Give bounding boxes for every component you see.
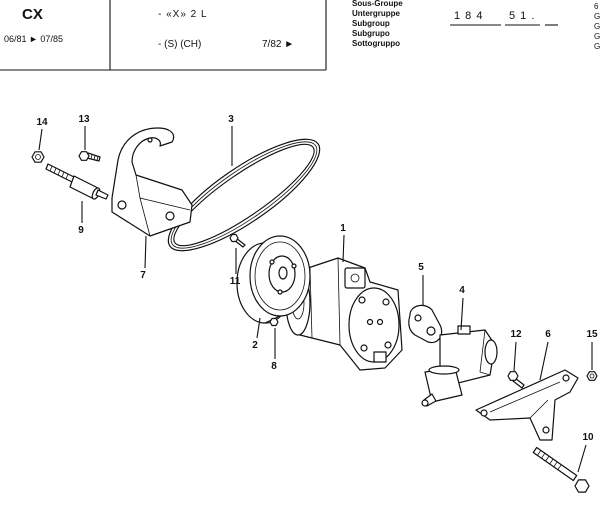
callout-15: 15 [586, 329, 598, 370]
leader-line [38, 128, 43, 151]
edge-mark: G [594, 12, 600, 21]
callout-label: 8 [271, 361, 277, 372]
part-13-bolt [78, 151, 101, 162]
callout-label: 2 [252, 340, 258, 351]
leader-line [256, 317, 261, 339]
callout-label: 15 [586, 329, 598, 340]
callout-11: 11 [230, 248, 241, 287]
part-5-gasket [408, 304, 443, 344]
callout-label: 6 [545, 329, 551, 340]
variant-market: - (S) (CH) [158, 39, 201, 50]
callout-label: 3 [228, 114, 234, 125]
callout-5: 5 [418, 262, 424, 306]
catalog-header: CX 06/81 ► 07/85 - «X» 2 L - (S) (CH) 7/… [0, 0, 600, 71]
part-11-bolt [229, 233, 246, 248]
callout-label: 13 [78, 114, 90, 125]
callout-1: 1 [340, 223, 346, 263]
callout-13: 13 [78, 114, 90, 150]
leader-line [144, 235, 147, 269]
callout-12: 12 [510, 329, 522, 372]
variant-date: 7/82 ► [262, 39, 294, 50]
subgroup-labels: Sous-Groupe Untergruppe Subgroup Subgrup… [352, 0, 403, 48]
callout-2: 2 [252, 317, 261, 351]
callout-label: 14 [36, 117, 48, 128]
model-code: CX [22, 6, 43, 23]
callout-label: 4 [459, 285, 465, 296]
callout-label: 9 [78, 225, 84, 236]
leader-line [577, 444, 587, 473]
part-2-pulley [236, 235, 311, 324]
callouts: 14 13 3 1 5 4 12 6 [36, 114, 598, 473]
callout-14: 14 [36, 117, 48, 151]
part-12-bolt [507, 371, 525, 389]
part-14-nut [31, 151, 45, 163]
edge-marks: 6 G G G G [594, 2, 600, 51]
subgroup-code-group: 1 8 4 [454, 10, 483, 22]
edge-mark: G [594, 32, 600, 41]
callout-label: 11 [230, 276, 241, 287]
subgroup-label-de: Untergruppe [352, 9, 401, 18]
callout-label: 1 [340, 223, 346, 234]
callout-7: 7 [140, 235, 147, 281]
part-8-nut [269, 317, 279, 327]
production-period: 06/81 ► 07/85 [4, 34, 63, 44]
leader-line [460, 297, 464, 331]
callout-8: 8 [271, 328, 277, 372]
callout-6: 6 [539, 329, 551, 381]
edge-mark: 6 [594, 2, 599, 11]
part-9-stud-spacer [45, 163, 109, 200]
leader-line [513, 341, 517, 372]
callout-label: 10 [582, 432, 594, 443]
part-15-nut [586, 371, 598, 381]
part-4-valve-assembly [421, 325, 498, 407]
part-3-drive-belt [167, 138, 321, 252]
subgroup-label-fr: Sous-Groupe [352, 0, 403, 8]
variant-engine: - «X» 2 L [158, 9, 208, 20]
callout-4: 4 [459, 285, 465, 331]
callout-label: 7 [140, 270, 146, 281]
leader-line [342, 234, 345, 263]
subgroup-label-es: Subgrupo [352, 29, 390, 38]
callout-10: 10 [577, 432, 594, 473]
callout-label: 5 [418, 262, 424, 273]
subgroup-code-subgroup: 5 1 . [509, 10, 535, 22]
callout-3: 3 [228, 114, 234, 166]
subgroup-label-it: Sottogruppo [352, 39, 400, 48]
part-7-mounting-bracket [111, 127, 193, 237]
subgroup-label-en: Subgroup [352, 19, 390, 28]
subgroup-code: 1 8 4 5 1 . [450, 10, 558, 26]
part-6-support-bracket [475, 369, 579, 441]
part-10-long-bolt [532, 446, 590, 493]
leader-line [539, 341, 549, 381]
callout-label: 12 [510, 329, 522, 340]
edge-mark: G [594, 42, 600, 51]
edge-mark: G [594, 22, 600, 31]
callout-9: 9 [78, 201, 84, 236]
